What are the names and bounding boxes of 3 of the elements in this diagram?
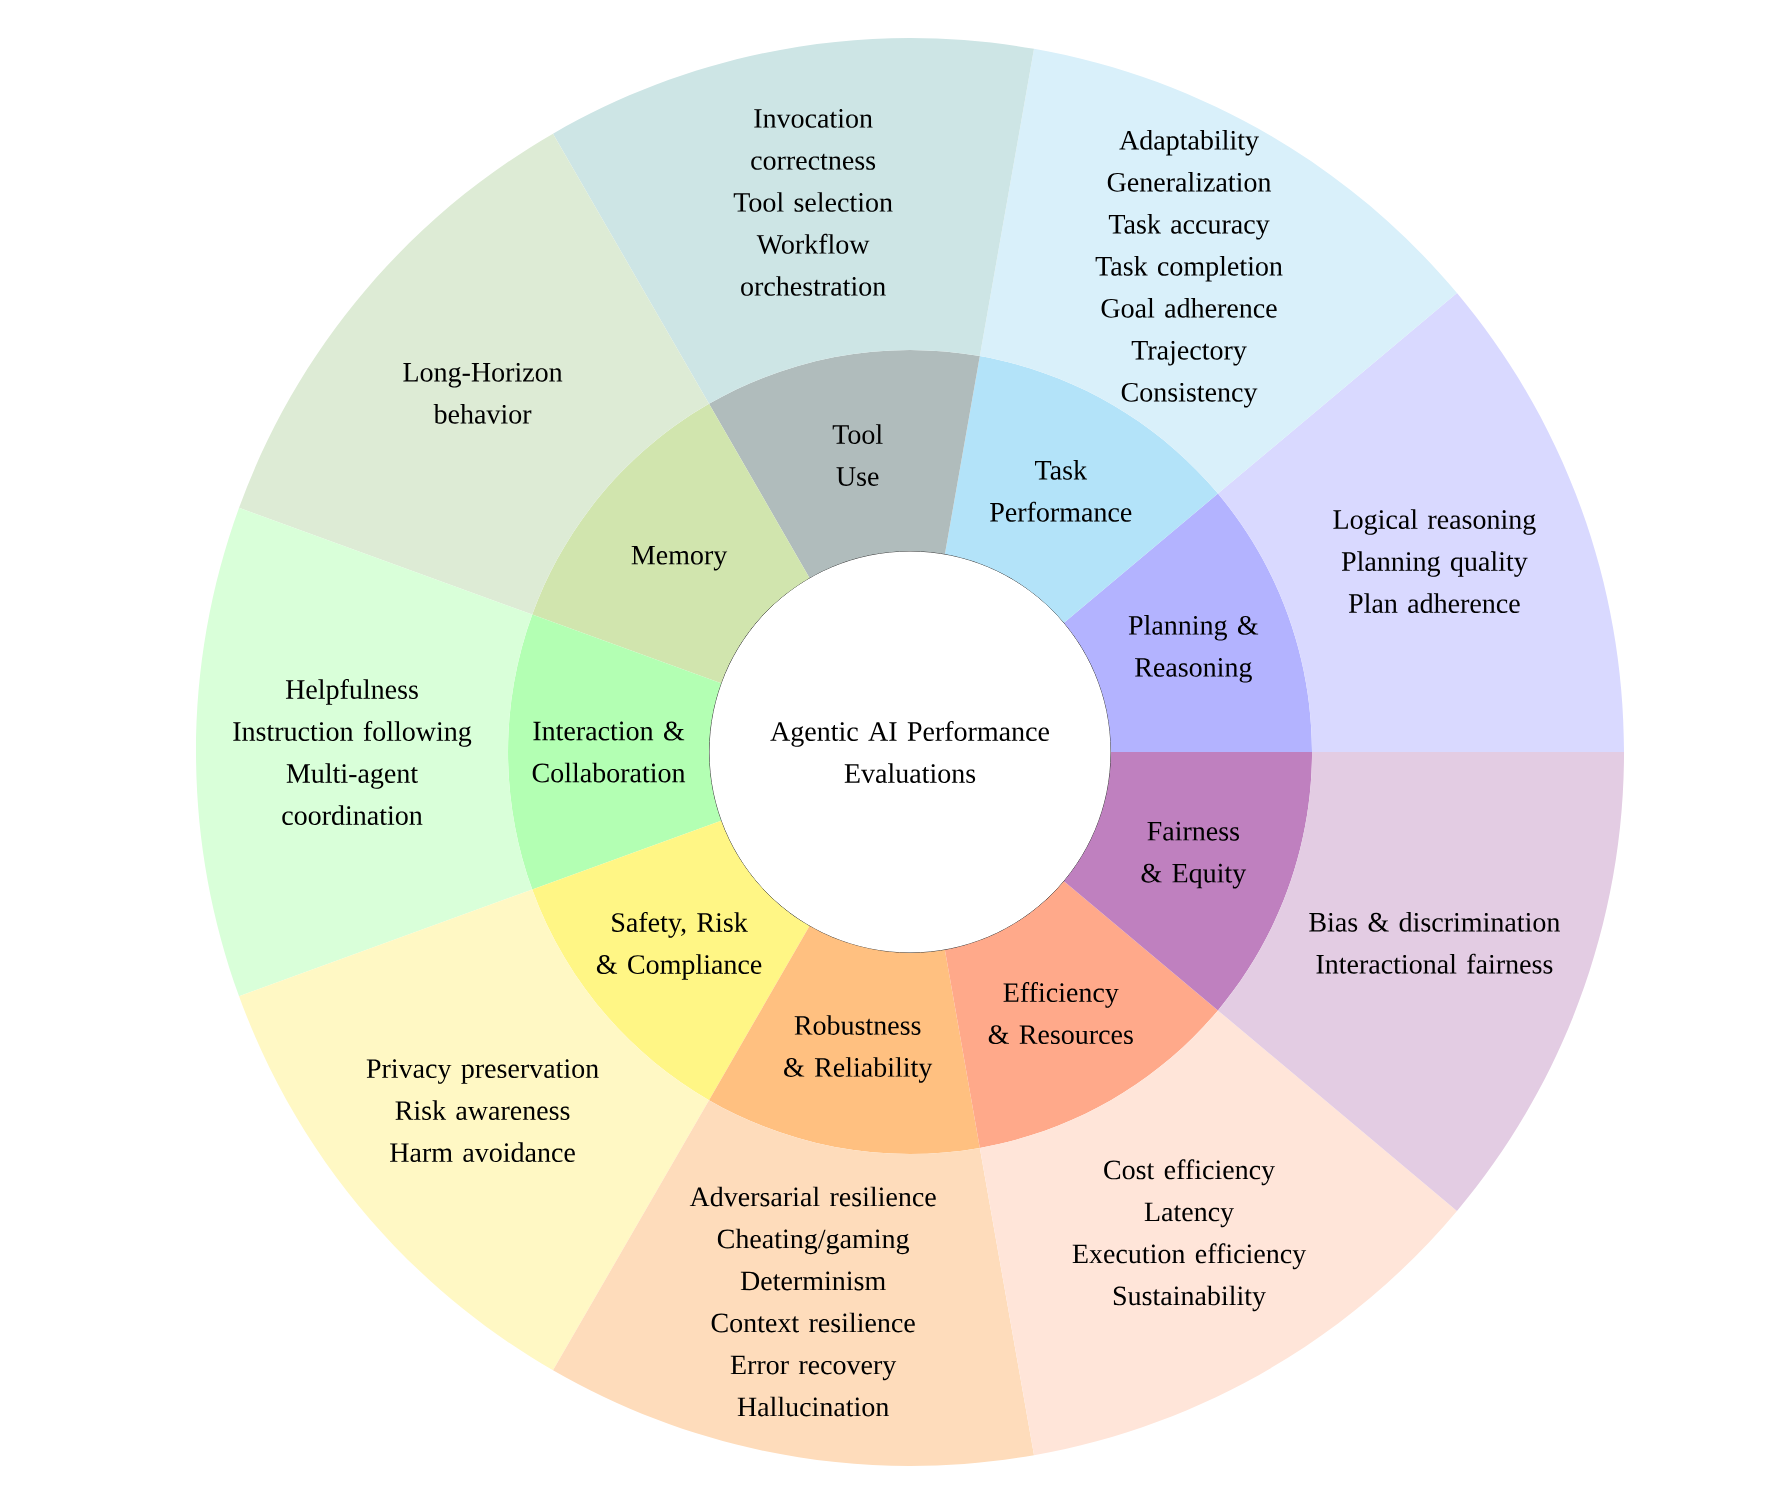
inner-sector: Interaction & Collaboration: [508, 614, 722, 890]
inner-sector: Memory: [532, 403, 810, 684]
outer-sector: Helpfulness Instruction following Multi-agent coordination: [196, 507, 533, 997]
